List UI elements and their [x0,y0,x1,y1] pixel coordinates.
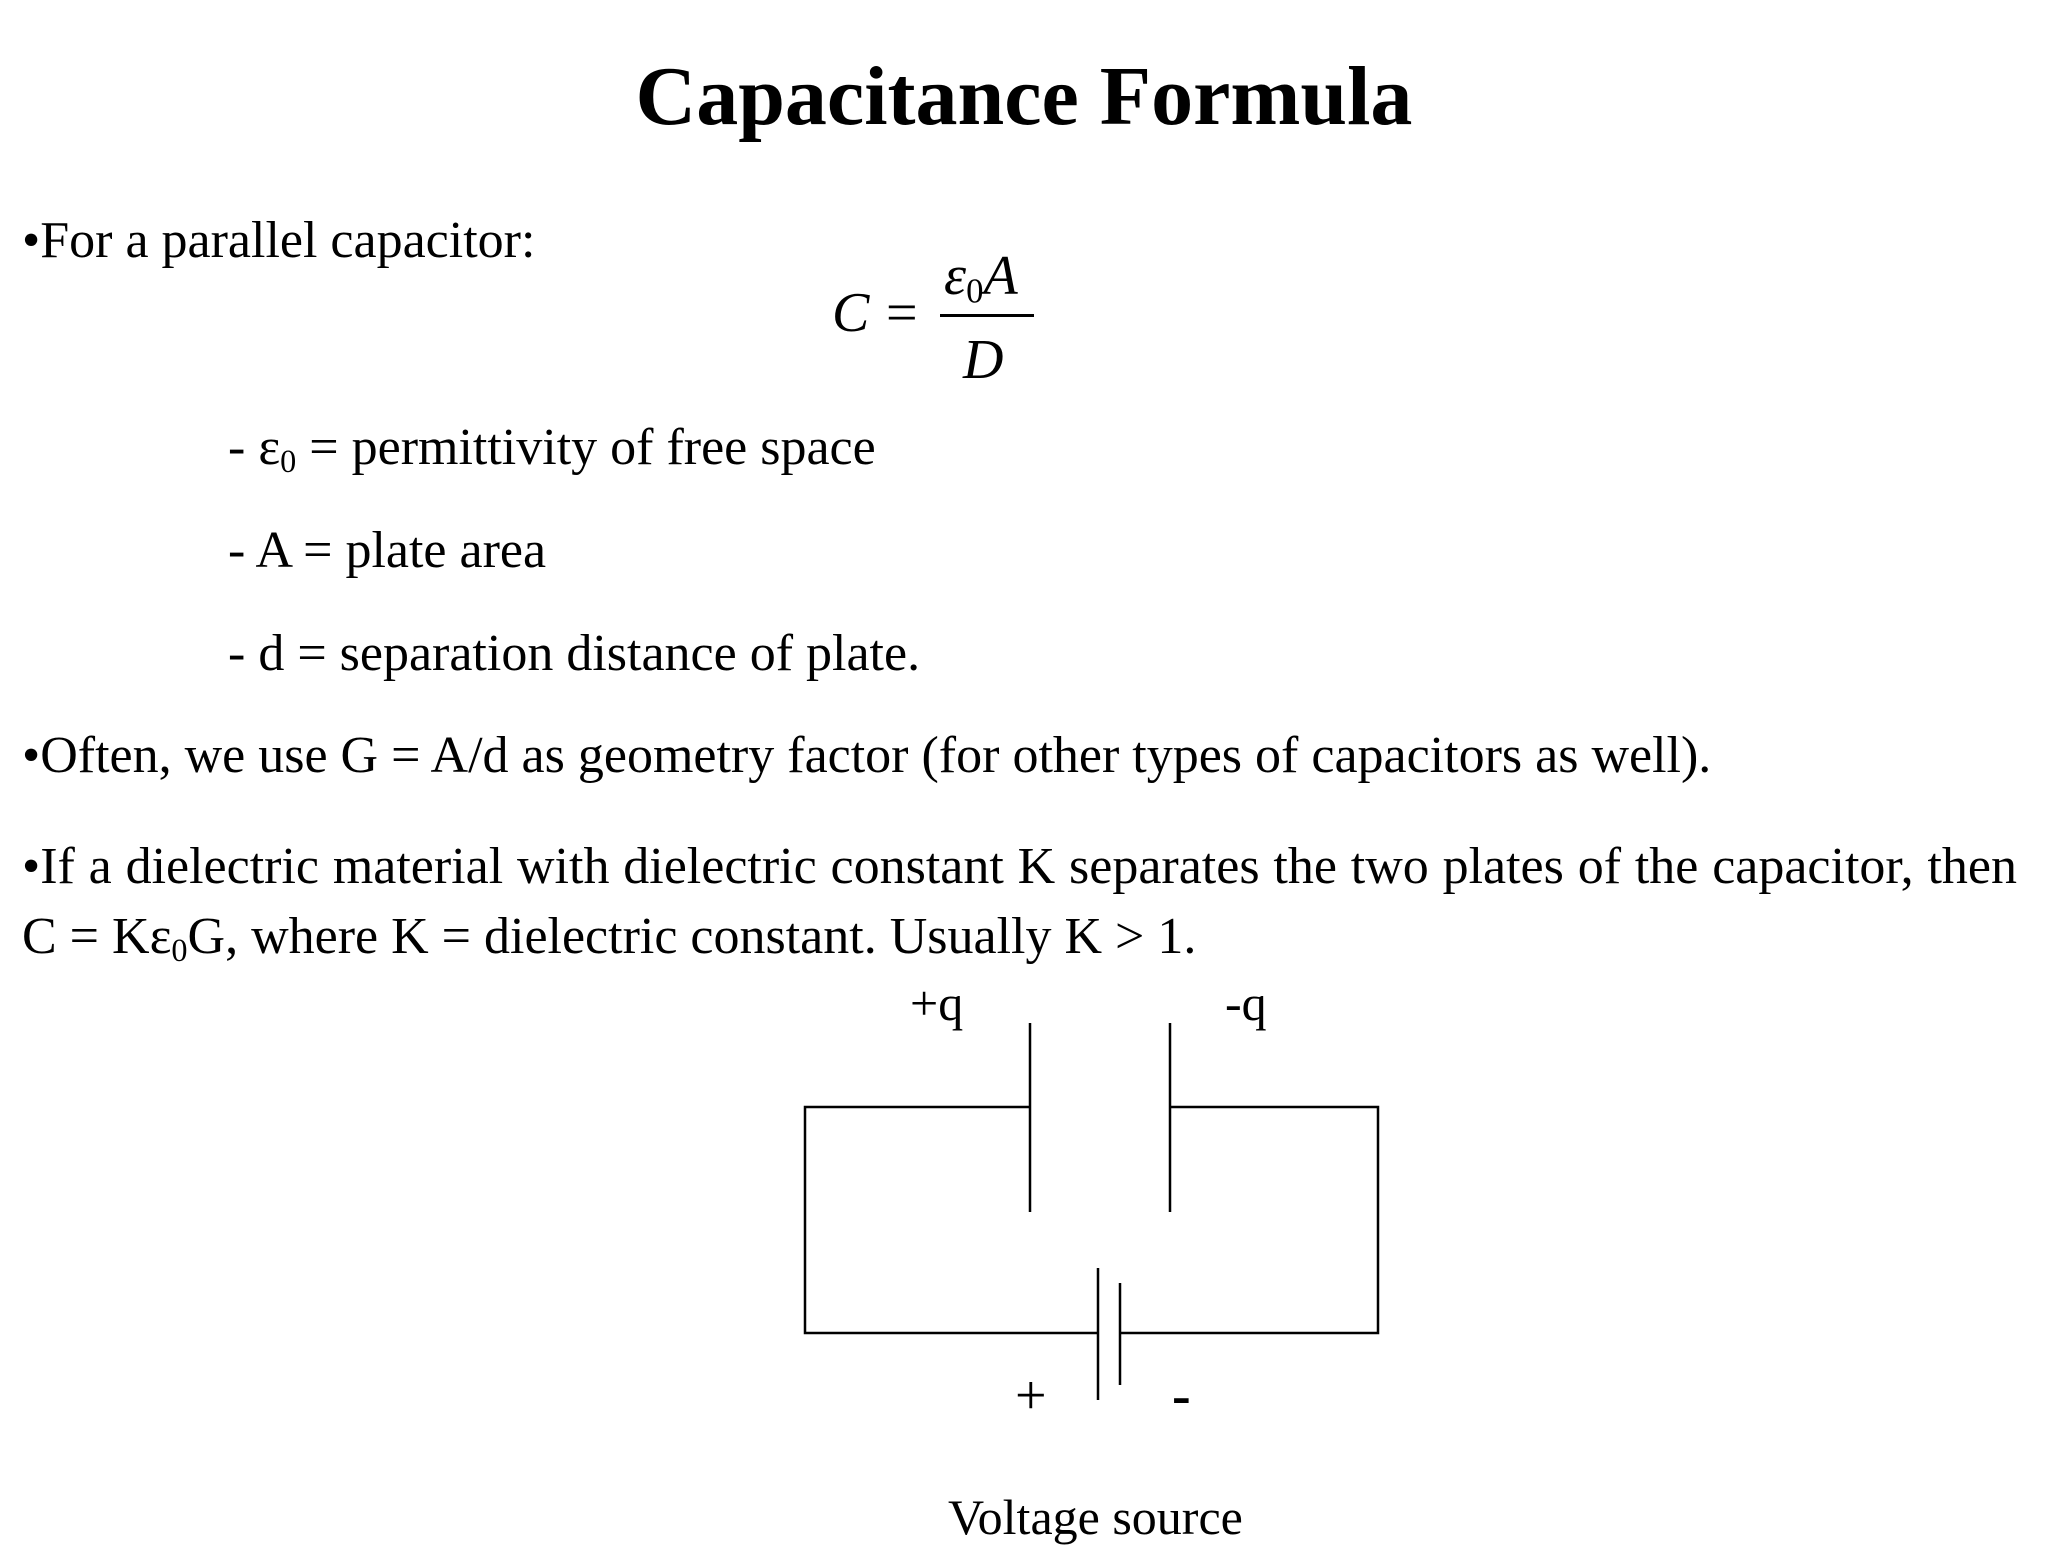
formula-numerator: ε0A [944,245,1018,309]
definition-plate-area: - A = plate area [228,522,547,579]
formula-epsilon: ε [944,245,967,307]
formula-lhs: C [832,282,870,344]
voltage-source-label: Voltage source [948,1489,1243,1545]
fraction-bar [940,314,1034,317]
bullet-parallel-capacitor: •For a parallel capacitor: [22,212,536,269]
right-wire [1120,1105,1380,1335]
bullet-geometry-factor: •Often, we use G = A/d as geometry facto… [22,727,1712,784]
battery-negative-label: - [1172,1365,1191,1427]
battery-positive-label: + [1015,1365,1047,1427]
definition-separation: - d = separation distance of plate. [228,625,921,682]
plate-positive-charge-label: +q [910,975,964,1031]
formula-equals: = [886,282,918,344]
formula-epsilon-sub: 0 [966,271,984,311]
plate-negative-charge-label: -q [1225,975,1267,1031]
formula-area-var: A [983,245,1018,307]
page-title: Capacitance Formula [635,50,1413,143]
left-wire [803,1105,1098,1335]
bullet-dielectric: •If a dielectric material with dielectri… [22,838,2017,969]
definition-permittivity: - ε0 = permittivity of free space [228,419,876,480]
formula-denominator: D [963,329,1004,391]
